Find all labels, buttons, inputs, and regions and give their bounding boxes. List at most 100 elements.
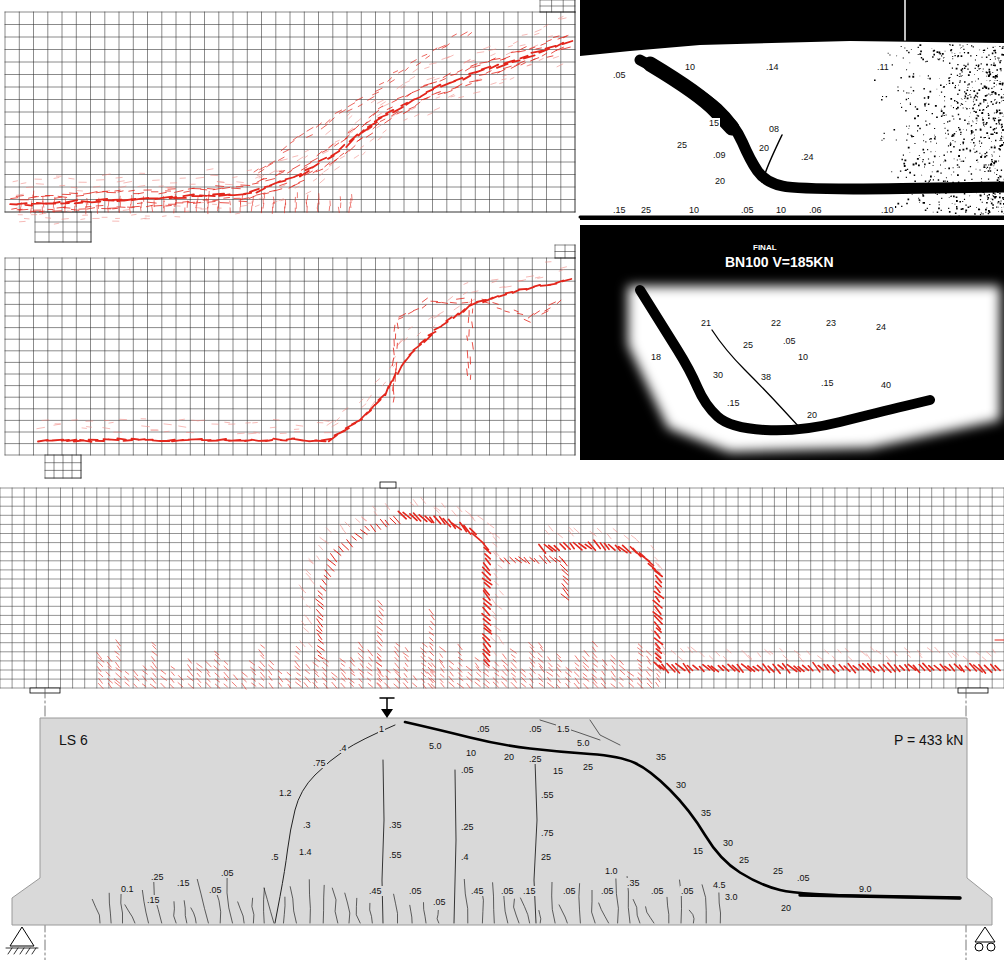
crack-width-label: .09 <box>712 150 727 160</box>
flexural-crack <box>92 877 720 924</box>
crack-width-label: 20 <box>503 752 515 762</box>
crack-width-label: 25 <box>738 855 750 865</box>
flexure-shear-crack <box>275 725 395 923</box>
crack-width-label: .15 <box>176 878 191 888</box>
crack-width-label: 10 <box>775 205 787 215</box>
crack-width-label: .4 <box>460 852 470 862</box>
crack-tick <box>316 516 569 659</box>
crack-width-label: 15 <box>708 118 720 128</box>
crack-tick-main <box>10 41 572 206</box>
specimen-surface <box>580 41 1004 216</box>
crack-width-label: 23 <box>825 318 837 328</box>
crack-width-label: 1.2 <box>278 788 293 798</box>
crack-width-label: 15 <box>692 846 704 856</box>
crack-tick <box>377 601 435 689</box>
crack-width-label: .06 <box>808 205 823 215</box>
crack-width-label: 08 <box>768 124 780 134</box>
crack-width-label: 20 <box>758 143 770 153</box>
crack-width-label: 25 <box>772 866 784 876</box>
crack-width-label: .55 <box>388 850 403 860</box>
crack-tick <box>254 32 472 173</box>
crack-tick-faint <box>20 191 352 214</box>
crack-width-label: .05 <box>408 886 423 896</box>
photo-crack <box>640 290 930 430</box>
pin-support <box>10 927 34 946</box>
crack-width-label: 10 <box>684 62 696 72</box>
crack-width-label: .5 <box>270 852 280 862</box>
photo-caption: FINAL <box>752 243 778 252</box>
crack-width-label: 3.0 <box>724 892 739 902</box>
crack-width-label: .15 <box>820 378 835 388</box>
flexural-crack <box>382 760 537 923</box>
crack-width-label: .15 <box>522 886 537 896</box>
crack-tick <box>11 36 571 212</box>
crack-width-label: 25 <box>742 340 754 350</box>
crack-width-label: 10 <box>465 748 477 758</box>
crack-width-label: 20 <box>714 176 726 186</box>
crack-width-label: .05 <box>680 886 695 896</box>
crack-width-label: .75 <box>540 828 555 838</box>
crack-width-label: .15 <box>726 398 741 408</box>
crack-width-label: 0.1 <box>120 884 135 894</box>
support-hatch <box>6 948 38 954</box>
crack-width-label: .05 <box>650 886 665 896</box>
photo-crack <box>640 60 1004 189</box>
crack-width-label: .05 <box>432 897 447 907</box>
crack-width-label: 4.5 <box>712 880 727 890</box>
crack-width-label: 20 <box>806 410 818 420</box>
crack-width-label: .55 <box>540 790 555 800</box>
crack-width-label: 40 <box>880 380 892 390</box>
crack-width-label: 21 <box>700 318 712 328</box>
crack-width-label: .05 <box>782 336 797 346</box>
crack-tick-main <box>38 279 571 442</box>
crack-width-label: .45 <box>470 886 485 896</box>
crack-width-label: 35 <box>700 808 712 818</box>
crack-width-label: .25 <box>528 754 543 764</box>
crack-width-label: .05 <box>600 886 615 896</box>
crack-width-label: .05 <box>740 205 755 215</box>
load-plate <box>380 482 396 488</box>
crack-width-label: 25 <box>640 205 652 215</box>
crack-tick <box>995 640 1004 641</box>
photo-edge <box>580 216 1004 219</box>
crack-width-label: .05 <box>562 886 577 896</box>
roller <box>987 943 995 951</box>
crack-width-label: .25 <box>460 822 475 832</box>
crack-width-label: .05 <box>500 886 515 896</box>
crack-width-label: .10 <box>880 205 895 215</box>
crack-width-label: 1.4 <box>298 847 313 857</box>
crack-width-label: .05 <box>796 873 811 883</box>
crack-width-label: 30 <box>722 838 734 848</box>
critical-shear-crack <box>800 895 960 898</box>
crack-width-label: 18 <box>650 352 662 362</box>
beam-label: LS 6 <box>58 732 89 748</box>
roller-support <box>975 927 995 942</box>
crack-width-label: 22 <box>770 318 782 328</box>
crack-width-label: 30 <box>712 370 724 380</box>
specimen-surface <box>628 286 1000 452</box>
photo-caption: BN100 V=185KN <box>724 254 835 270</box>
fe-mesh <box>0 488 1004 688</box>
crack-width-label: .05 <box>220 868 235 878</box>
crack-width-label: .05 <box>460 765 475 775</box>
photo-mark <box>904 0 906 40</box>
support-plate <box>958 688 988 693</box>
crack-tick-faint <box>299 497 995 662</box>
fe-mesh <box>5 0 575 242</box>
crack-width-label: 20 <box>780 903 792 913</box>
crack-tick <box>392 298 561 402</box>
crack-width-label: 15 <box>552 766 564 776</box>
crack-width-label: 5.0 <box>576 738 591 748</box>
crack-width-label: .35 <box>626 878 641 888</box>
crack-width-label: .11 <box>876 62 890 72</box>
photo-background <box>580 225 1004 460</box>
crack-width-label: .05 <box>208 885 223 895</box>
crack-width-label: 1 <box>378 724 385 734</box>
crack-width-label: .05 <box>528 724 543 734</box>
crack-width-label: .25 <box>150 872 165 882</box>
beam-outline <box>12 718 992 925</box>
crack-width-label: 1.0 <box>604 866 619 876</box>
crack-width-label: 9.0 <box>858 884 873 894</box>
load-arrow-head <box>381 709 393 718</box>
